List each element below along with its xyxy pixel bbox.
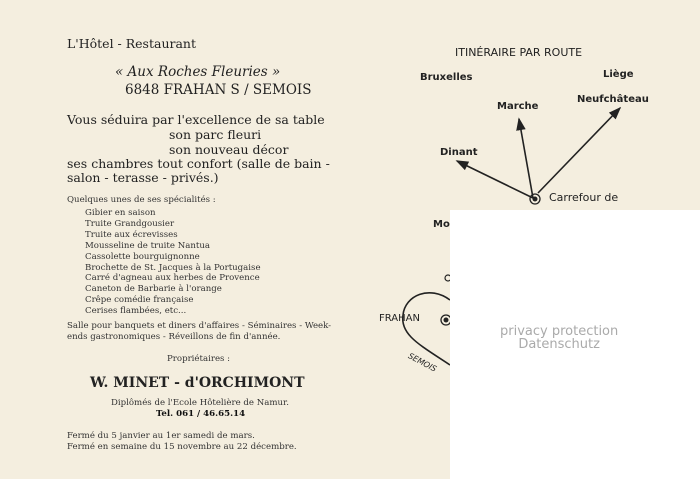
specialty-item: Mousseline de truite Nantua <box>85 240 210 251</box>
specialty-item: Brochette de St. Jacques à la Portugaise <box>85 262 261 273</box>
specialties-title: Quelques unes de ses spécialités : <box>67 195 216 205</box>
map-label-marche: Marche <box>497 101 539 112</box>
map-label-bruxelles: Bruxelles <box>420 72 473 83</box>
hotel-label: L'Hôtel - Restaurant <box>67 36 197 51</box>
watermark-line: privacy protection <box>500 324 619 339</box>
intro-line: ses chambres tout confort (salle de bain… <box>67 156 330 171</box>
map-label-liege: Liège <box>603 69 634 80</box>
map-title: ITINÉRAIRE PAR ROUTE <box>455 46 583 59</box>
watermark-line: Datenschutz <box>518 337 600 352</box>
semois-river <box>402 291 451 366</box>
specialties-list: Gibier en saison Truite Grandgousier Tru… <box>85 208 261 317</box>
specialty-item: Crêpe comédie française <box>85 295 194 306</box>
telephone: Tel. 061 / 46.65.14 <box>156 409 246 419</box>
diploma: Diplômés de l'Ecole Hôtelière de Namur. <box>111 398 289 408</box>
map-label-carrefour: Carrefour de <box>549 191 619 204</box>
closing-line: Fermé du 5 janvier au 1er samedi de mars… <box>67 431 255 441</box>
specialty-item: Caneton de Barbarie à l'orange <box>85 284 222 295</box>
map-label-dinant: Dinant <box>440 147 478 158</box>
owners-label: Propriétaires : <box>167 354 231 364</box>
hotel-name: « Aux Roches Fleuries » <box>115 64 281 80</box>
carrefour-marker <box>529 193 541 205</box>
privacy-redaction <box>450 210 700 479</box>
route-marche <box>516 117 534 199</box>
hotel-address: 6848 FRAHAN S / SEMOIS <box>125 82 312 98</box>
owners-name: W. MINET - d'ORCHIMONT <box>90 375 305 391</box>
specialty-item: Cerises flambées, etc... <box>85 306 187 317</box>
privacy-watermark: privacy protection Datenschutz <box>500 325 618 351</box>
route-neufchateau <box>537 106 622 194</box>
specialty-item: Cassolette bourguignonne <box>85 251 200 262</box>
route-dinant <box>455 160 534 199</box>
specialty-item: Truite aux écrevisses <box>85 229 178 240</box>
events-line: Salle pour banquets et diners d'affaires… <box>67 321 332 331</box>
specialty-item: Gibier en saison <box>85 208 156 218</box>
map-label-mo: Mo <box>433 219 450 230</box>
closing-line: Fermé en semaine du 15 novembre au 22 dé… <box>67 442 297 452</box>
intro-line: Vous séduira par l'excellence de sa tabl… <box>67 112 325 127</box>
map-label-neufchateau: Neufchâteau <box>577 94 649 105</box>
specialty-item: Truite Grandgousier <box>85 218 175 229</box>
intro-line: salon - terasse - privés.) <box>67 170 219 185</box>
events-line: ends gastronomiques - Réveillons de fin … <box>67 332 281 342</box>
intro-line: son nouveau décor <box>169 142 289 157</box>
intro-line: son parc fleuri <box>169 127 262 142</box>
specialty-item: Carré d'agneau aux herbes de Provence <box>85 273 260 284</box>
map-label-frahan: FRAHAN <box>379 313 420 324</box>
